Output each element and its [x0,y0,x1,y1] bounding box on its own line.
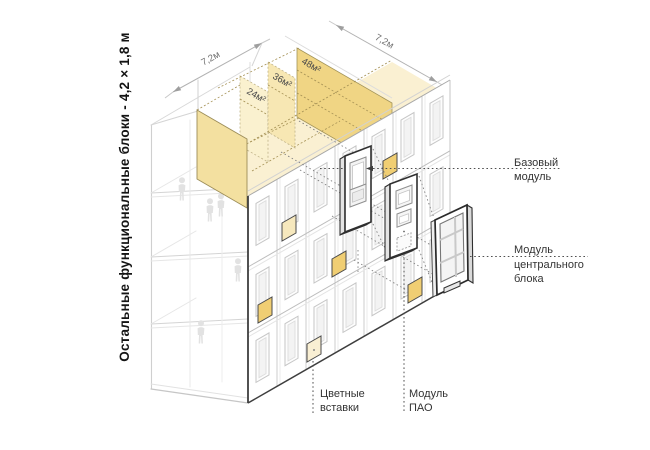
module-basic [339,144,372,236]
callout-pao-module: Модуль ПАО [409,388,448,414]
color-insert [331,250,347,278]
central-module-label-line3: блока [514,273,545,285]
human-silhouettes [178,177,242,344]
color-insert [382,152,398,180]
module-pao [384,172,418,262]
callout-central-block-module: Модуль центрального блока [514,244,584,285]
basic-module-label-line2: модуль [514,171,552,183]
color-inserts-label-line1: Цветные [320,388,365,400]
color-inserts-label-line2: вставки [320,402,359,414]
page-title: Остальные функциональные блоки - 4,2 × 1… [117,32,132,361]
interior-block [150,66,251,404]
module-central [430,203,474,298]
callout-color-inserts: Цветные вставки [320,388,365,414]
leader-lines [312,165,588,413]
pao-module-label-line1: Модуль [409,388,448,400]
central-module-label-line1: Модуль [514,244,553,256]
section-wall-front [196,109,248,209]
color-insert [257,296,273,324]
callout-basic-module: Базовый модуль [514,157,558,183]
color-insert [281,214,297,242]
section-planes: 24м² 36м² 48м² [196,35,447,209]
central-module-label-line2: центрального [514,259,584,271]
pao-module-label-line2: ПАО [409,402,433,414]
dimension-right-label: 7,2м [373,32,396,51]
section-wall-36 [267,61,296,149]
basic-module-label-line1: Базовый [514,157,558,169]
color-inserts [257,152,423,363]
dimension-left-label: 7,2м [199,49,222,68]
color-insert [407,276,423,304]
